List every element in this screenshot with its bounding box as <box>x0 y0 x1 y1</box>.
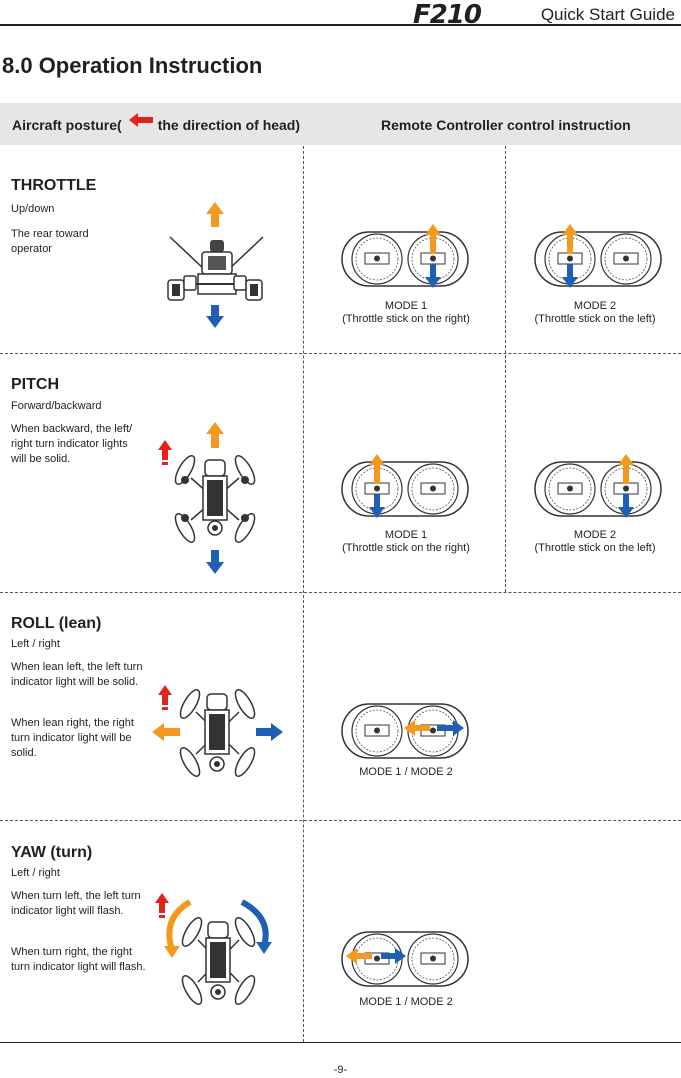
throttle-desc: The rear toward operator <box>11 228 89 255</box>
roll-mode-caption: MODE 1 / MODE 2 <box>359 766 453 778</box>
row-divider <box>0 820 681 821</box>
pitch-desc: When backward, the left/ right turn indi… <box>11 423 133 465</box>
yaw-desc-right: When turn right, the right turn indicato… <box>11 946 146 973</box>
yaw-subtitle: Left / right <box>11 867 60 879</box>
roll-subtitle: Left / right <box>11 638 60 650</box>
controller-pitch-mode2 <box>534 454 662 518</box>
header-rule <box>0 24 681 26</box>
footer-rule <box>0 1042 681 1043</box>
header-posture-label: Aircraft posture( <box>12 117 122 133</box>
row-divider <box>0 353 681 354</box>
column-divider <box>303 146 304 1042</box>
table-header-right: Remote Controller control instruction <box>381 117 631 133</box>
throttle-mode1-caption: MODE 1 (Throttle stick on the right) <box>342 300 470 325</box>
header-direction-label: the direction of head) <box>157 117 301 133</box>
controller-yaw <box>341 931 469 987</box>
row-divider <box>0 592 681 593</box>
throttle-mode2-caption: MODE 2 (Throttle stick on the left) <box>534 300 656 325</box>
roll-desc-right: When lean right, the right turn indicato… <box>11 717 134 759</box>
table-header-left: Aircraft posture( the direction of head) <box>12 117 300 133</box>
mode-column-divider <box>505 146 506 592</box>
pitch-subtitle: Forward/backward <box>11 400 102 412</box>
yaw-mode-caption: MODE 1 / MODE 2 <box>359 996 453 1008</box>
controller-throttle-mode1 <box>341 224 469 288</box>
pitch-mode1-caption: MODE 1 (Throttle stick on the right) <box>342 529 470 554</box>
head-direction-arrow-icon <box>129 113 153 127</box>
drone-rear-view-icon <box>167 202 264 328</box>
page-title: 8.0 Operation Instruction <box>2 53 263 78</box>
yaw-title: YAW (turn) <box>11 844 93 861</box>
drone-top-view-roll-icon <box>152 685 283 777</box>
controller-throttle-mode2 <box>534 224 662 288</box>
pitch-mode2-caption: MODE 2 (Throttle stick on the left) <box>534 529 656 554</box>
yaw-desc-left: When turn left, the left turn indicator … <box>11 890 141 917</box>
controller-pitch-mode1 <box>341 454 469 518</box>
page-number: -9- <box>333 1064 348 1076</box>
controller-roll <box>341 703 469 759</box>
drone-top-view-yaw-icon <box>155 893 272 1005</box>
pitch-title: PITCH <box>11 376 59 393</box>
drone-top-view-pitch-icon <box>158 422 256 574</box>
guide-title: Quick Start Guide <box>540 5 675 24</box>
table-header: Aircraft posture(the direction of head) … <box>0 103 681 145</box>
throttle-title: THROTTLE <box>11 177 97 194</box>
roll-desc-left: When lean left, the left turn indicator … <box>11 661 143 688</box>
roll-title: ROLL (lean) <box>11 615 102 632</box>
throttle-subtitle: Up/down <box>11 203 55 215</box>
